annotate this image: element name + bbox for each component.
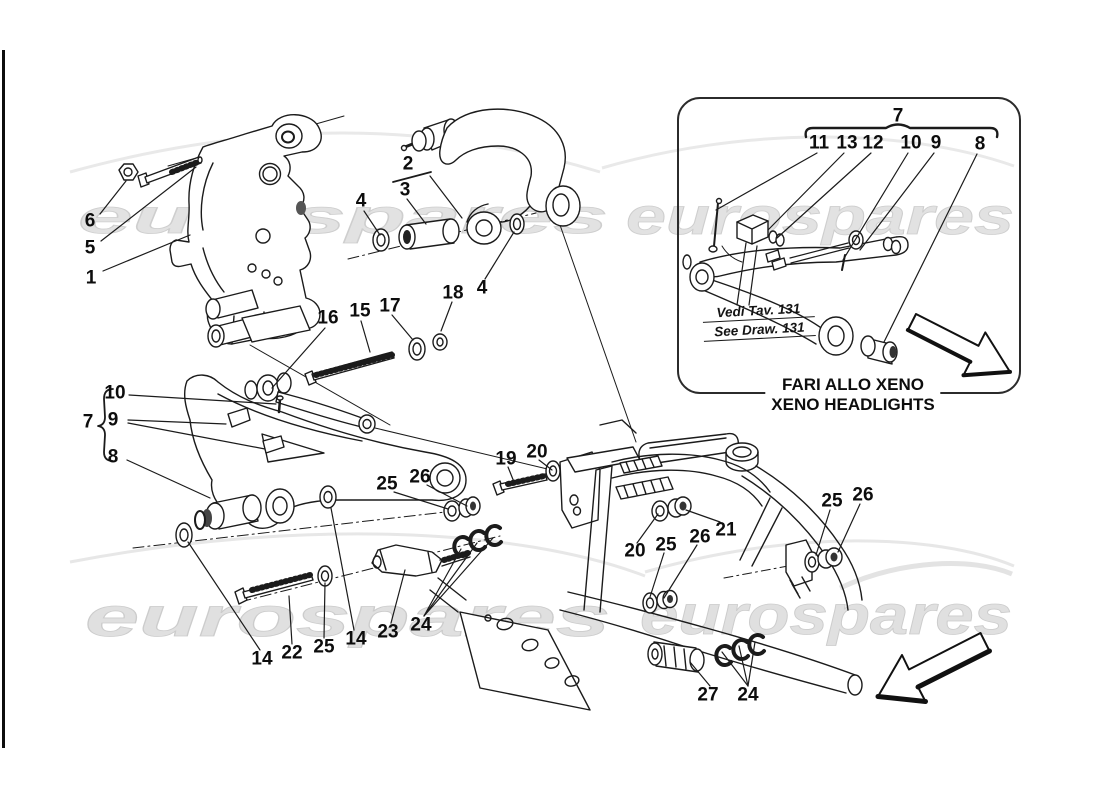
arrow-down-left-icon: [875, 632, 992, 704]
toe-link-drawing: [244, 333, 448, 434]
leader-lines: [97, 152, 978, 687]
callout-21: 21: [715, 519, 737, 541]
cross-reference-note: Vedi Tav. 131 See Draw. 131: [702, 300, 816, 344]
callout-20b: 20: [624, 540, 646, 562]
callout-22: 22: [281, 642, 303, 664]
caption-line-italian: FARI ALLO XENO: [782, 375, 924, 394]
callout-6: 6: [84, 210, 96, 232]
inset-callout-7: 7: [892, 105, 904, 127]
callout-26b: 26: [689, 526, 711, 548]
knuckle-drawing: [169, 114, 322, 348]
page-edge-bar: [2, 50, 5, 748]
callout-7: 7: [82, 411, 94, 433]
callout-25b: 25: [655, 534, 677, 556]
inset-caption: FARI ALLO XENO XENO HEADLIGHTS: [765, 375, 941, 416]
inset-callout-9: 9: [930, 132, 942, 154]
callout-20: 20: [526, 441, 548, 463]
callout-26c: 26: [852, 484, 874, 506]
callout-15: 15: [349, 300, 371, 322]
callout-3: 3: [399, 179, 411, 201]
callout-4: 4: [355, 190, 367, 212]
watermark-text: eurospares: [640, 583, 1012, 646]
inset-callout-12: 12: [862, 132, 884, 154]
callout-16: 16: [317, 307, 339, 329]
callout-25: 25: [376, 473, 398, 495]
callout-10: 10: [104, 382, 126, 404]
callout-25d: 25: [313, 636, 335, 658]
watermark-text: eurospares: [626, 188, 1014, 246]
callout-24: 24: [410, 614, 432, 636]
callout-1: 1: [85, 267, 97, 289]
watermark-text: eurospares: [78, 191, 608, 244]
note-line-english: See Draw. 131: [703, 319, 816, 342]
callout-24b: 24: [737, 684, 759, 706]
arrow-down-right-icon: [905, 313, 1012, 378]
callout-25c: 25: [821, 490, 843, 512]
callout-17: 17: [379, 295, 401, 317]
callout-26: 26: [409, 466, 431, 488]
chassis-frame-drawing: [429, 419, 863, 711]
callout-14b: 14: [345, 628, 367, 650]
callout-23: 23: [377, 621, 399, 643]
upper-wishbone-drawing: [400, 108, 581, 245]
nut-and-bolt-drawing: [118, 156, 203, 188]
inset-callout-8: 8: [974, 133, 986, 155]
inset-callout-11: 11: [808, 132, 830, 154]
callout-14: 14: [251, 648, 273, 670]
callout-5: 5: [84, 237, 96, 259]
inset-drawing: [682, 197, 909, 365]
callout-18: 18: [442, 282, 464, 304]
callout-8: 8: [107, 446, 119, 468]
inset-callout-13: 13: [836, 132, 858, 154]
callout-19: 19: [495, 448, 517, 470]
callout-4b: 4: [476, 277, 488, 299]
callout-27: 27: [697, 684, 719, 706]
callout-9: 9: [107, 409, 119, 431]
callout-2: 2: [402, 153, 414, 175]
right-fasteners-drawing: [492, 460, 766, 673]
bushing-drawing: [372, 218, 460, 252]
inset-callout-10: 10: [900, 132, 922, 154]
caption-line-english: XENO HEADLIGHTS: [771, 395, 935, 415]
lower-wishbone-drawing: [175, 374, 467, 548]
